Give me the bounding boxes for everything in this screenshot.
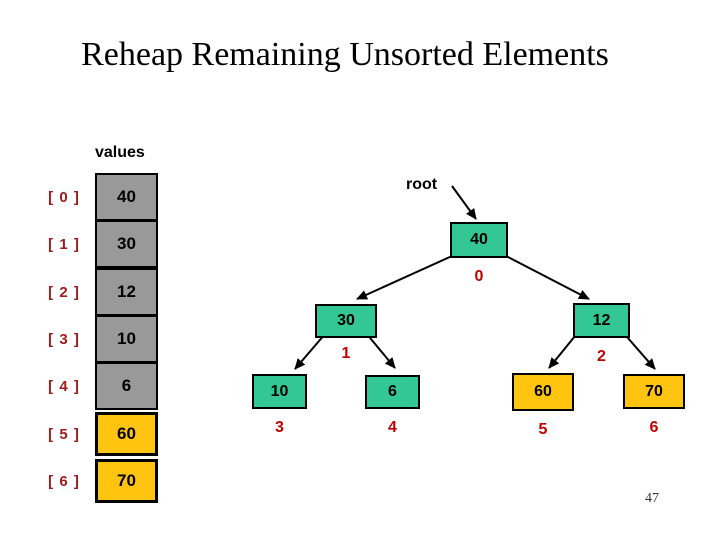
page-number: 47: [645, 491, 659, 506]
array-index-label-3: [ 3 ]: [48, 331, 80, 348]
root-pointer-label: root: [406, 176, 438, 193]
tree-node-10: 10: [252, 374, 307, 409]
root-arrow: [451, 185, 477, 220]
tree-index-label-3: 3: [275, 419, 284, 436]
tree-index-label-1: 1: [341, 345, 351, 362]
tree-node-6: 6: [365, 375, 420, 409]
tree-index-label-4: 4: [388, 419, 397, 436]
edge-40-12-arrow: [505, 255, 590, 300]
array-cell-2: 12: [95, 268, 158, 316]
tree-node-70: 70: [623, 374, 685, 409]
tree-index-label-0: 0: [474, 268, 484, 285]
array-index-label-1: [ 1 ]: [48, 236, 80, 253]
array-cell-4: 6: [95, 362, 158, 410]
slide-title: Reheap Remaining Unsorted Elements: [81, 36, 609, 73]
array-index-label-2: [ 2 ]: [48, 284, 80, 301]
tree-node-60: 60: [512, 373, 574, 411]
array-index-label-0: [ 0 ]: [48, 189, 80, 206]
array-index-label-5: [ 5 ]: [48, 426, 80, 443]
edge-40-30-arrow: [356, 255, 453, 300]
array-cell-6: 70: [95, 459, 158, 503]
tree-index-label-2: 2: [597, 348, 606, 365]
array-cell-1: 30: [95, 220, 158, 268]
tree-node-30: 30: [315, 304, 377, 338]
tree-node-40: 40: [450, 222, 508, 258]
array-cell-0: 40: [95, 173, 158, 221]
tree-node-12: 12: [573, 303, 630, 338]
array-index-label-6: [ 6 ]: [48, 473, 80, 490]
array-name-label: values: [95, 144, 145, 161]
array-index-label-4: [ 4 ]: [48, 378, 80, 395]
tree-index-label-5: 5: [538, 421, 548, 438]
tree-index-label-6: 6: [649, 419, 659, 436]
array-cell-5: 60: [95, 412, 158, 456]
array-cell-3: 10: [95, 315, 158, 363]
